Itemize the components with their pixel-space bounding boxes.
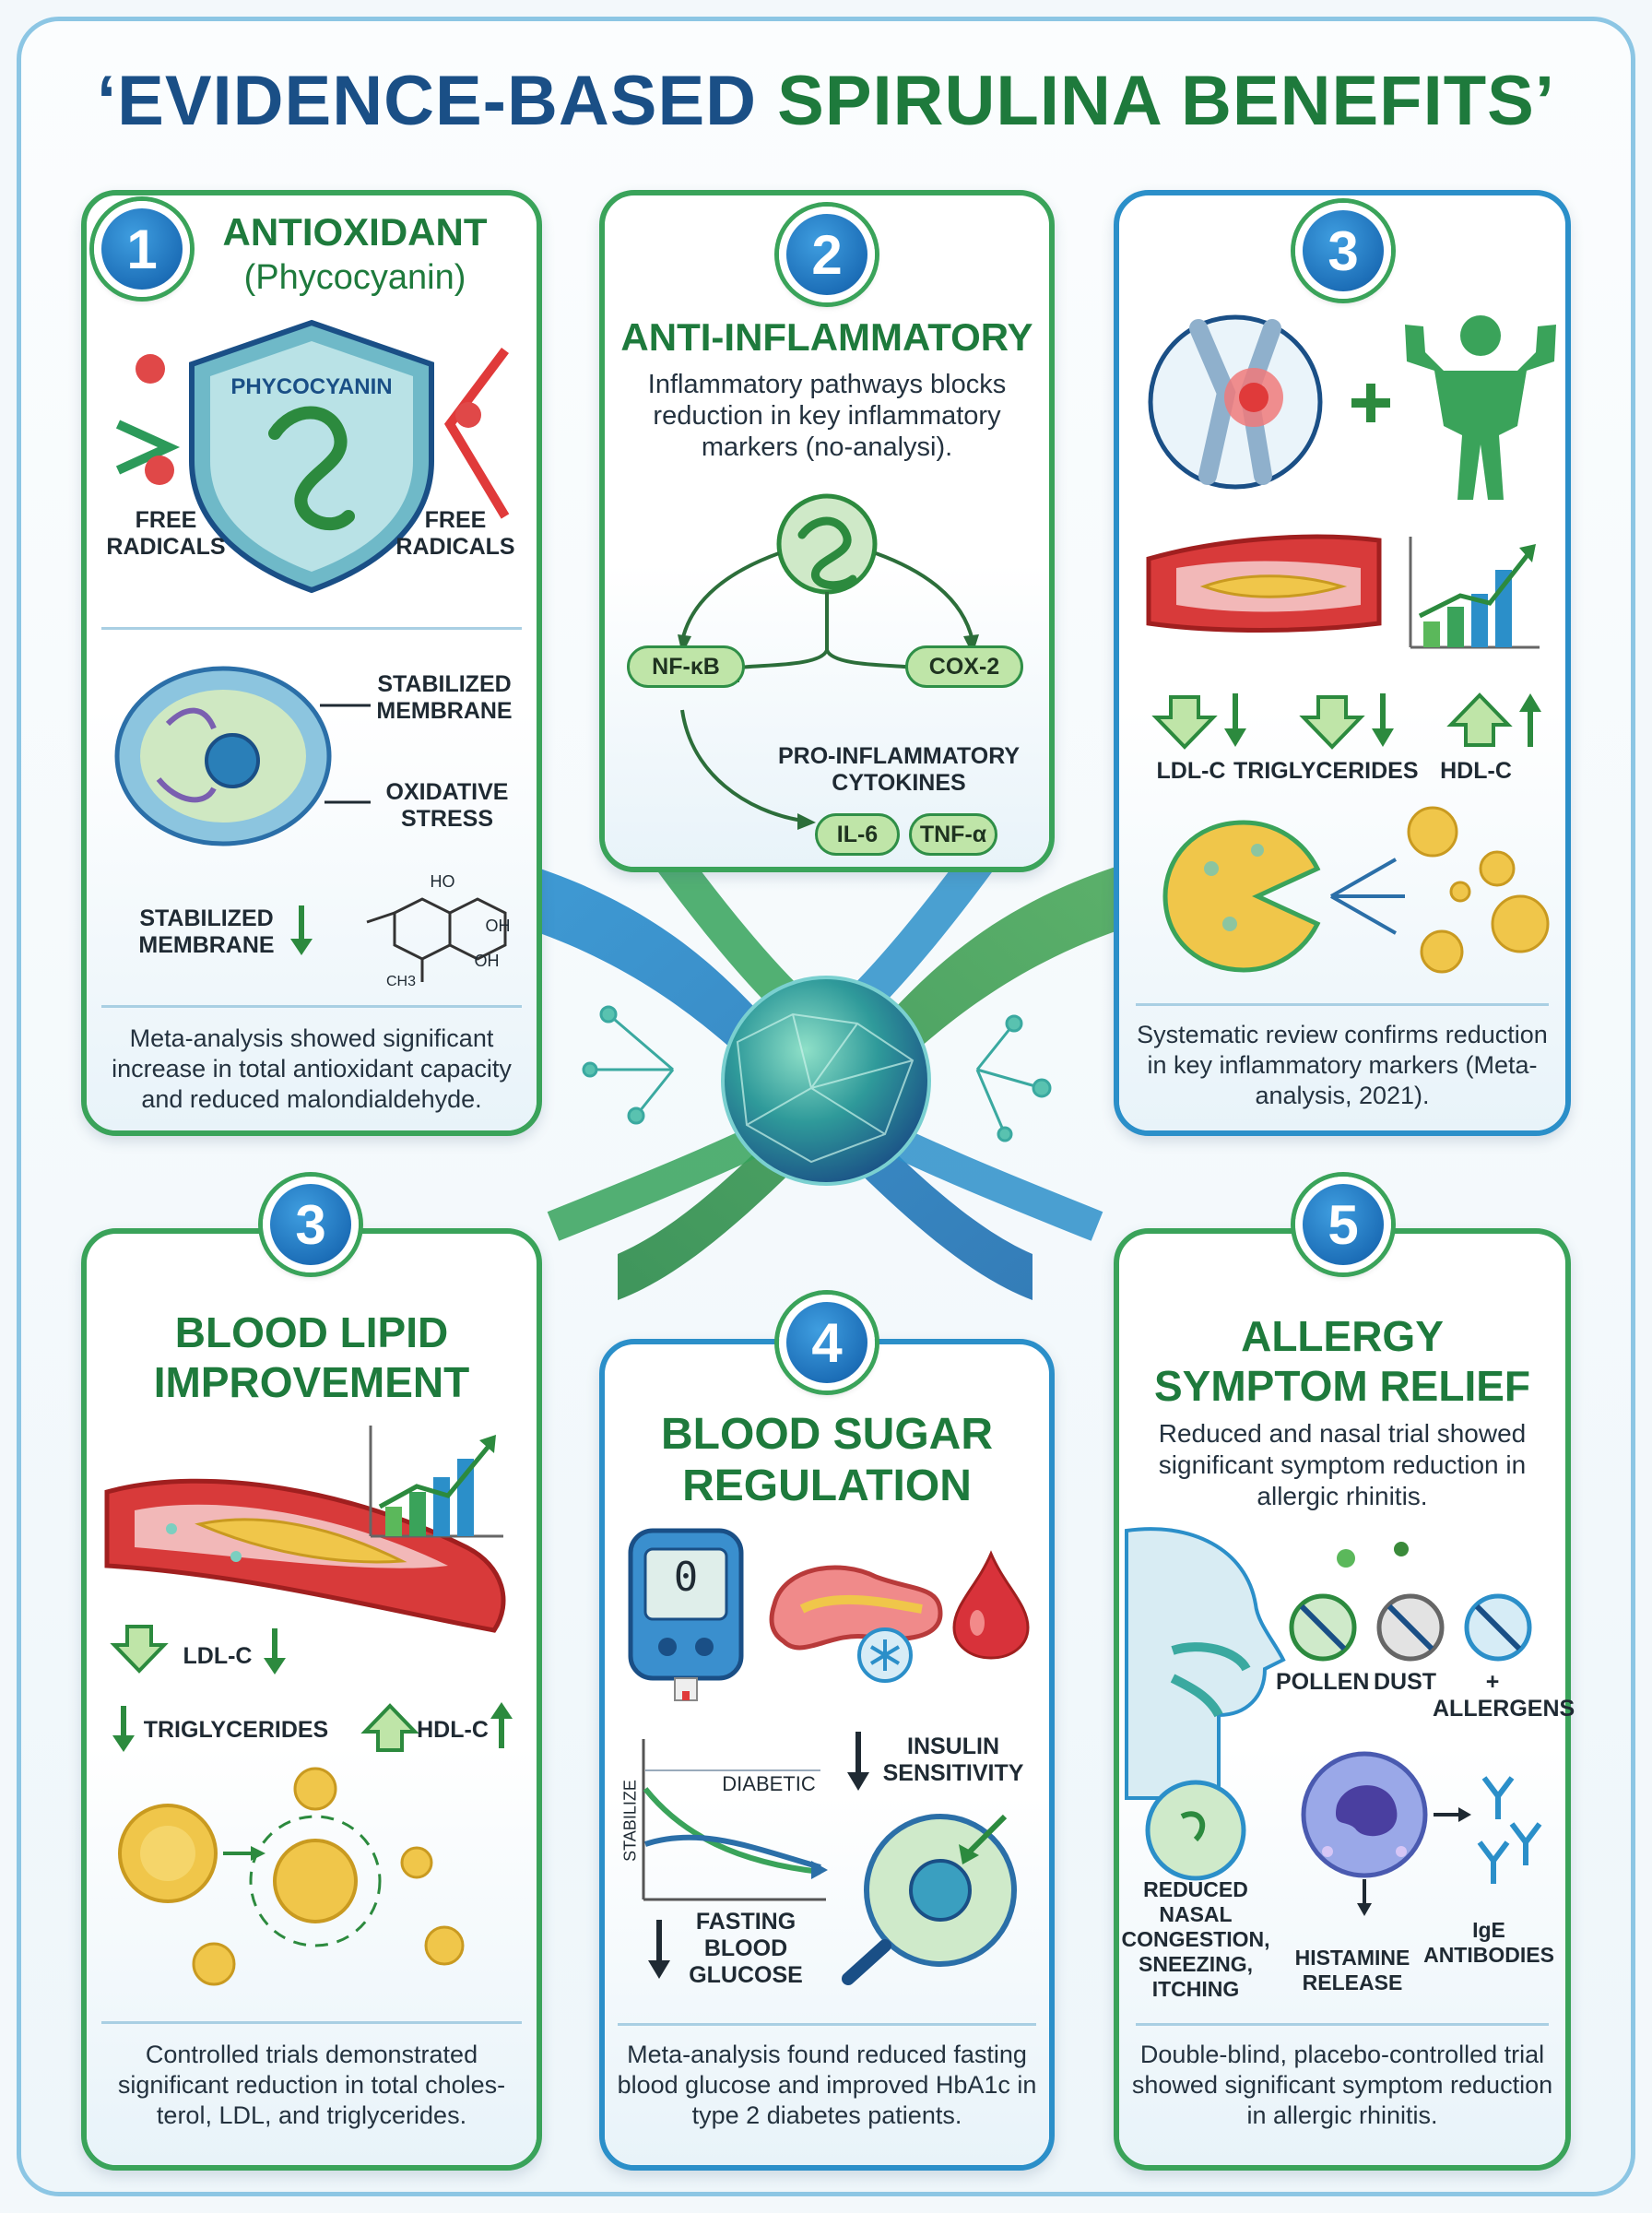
bar-chart-icon-small bbox=[369, 1426, 503, 1538]
card2-number-badge: 2 bbox=[779, 207, 875, 302]
card3-trig-label: TRIGLYCERIDES bbox=[1233, 758, 1419, 784]
ldl-down-arrows-icon bbox=[110, 1625, 513, 1752]
lipid-arrows-icon bbox=[1151, 692, 1541, 750]
molecule-oh2-label: OH bbox=[474, 952, 500, 970]
meter-display-value: 0 bbox=[673, 1554, 699, 1601]
card4-title: BLOOD LIPID IMPROVEMENT bbox=[153, 1308, 470, 1406]
card4-caption: Controlled trials demonstrated significa… bbox=[117, 2041, 506, 2129]
allergens-label: + ALLERGENS bbox=[1433, 1669, 1575, 1722]
card4-ldl-label: LDL-C bbox=[183, 1643, 253, 1669]
card3-caption: Systematic review confirms reduction in … bbox=[1137, 1021, 1548, 1109]
artery-icon-large bbox=[104, 1478, 506, 1633]
stabilized-membrane-top-label: STABILIZED MEMBRANE bbox=[376, 671, 513, 724]
free-radicals-right-label: FREE RADICALS bbox=[395, 507, 515, 560]
card1-divider bbox=[101, 627, 522, 630]
cell-icon bbox=[114, 666, 371, 846]
bar-chart-icon bbox=[1409, 537, 1540, 649]
oxidative-stress-label: OXIDATIVE STRESS bbox=[385, 779, 509, 832]
reduced-symptoms-label: REDUCED NASAL CONGESTION, SNEEZING, ITCH… bbox=[1121, 1877, 1270, 2001]
card6-divider-bottom bbox=[1136, 2023, 1549, 2026]
head-profile-icon bbox=[1125, 1527, 1286, 1881]
stabilize-axis-label: STABILIZE bbox=[620, 1780, 640, 1862]
fasting-blood-glucose-label: FASTING BLOOD GLUCOSE bbox=[689, 1909, 803, 1988]
card1-caption: Meta-analysis showed significant increas… bbox=[112, 1024, 512, 1113]
card2-title: ANTI-INFLAMMATORY bbox=[620, 315, 1033, 359]
artery-icon bbox=[1146, 534, 1382, 633]
stabilized-membrane-bottom-label: STABILIZED MEMBRANE bbox=[138, 905, 275, 958]
immune-cell-icon bbox=[1301, 1751, 1542, 1916]
pancreas-icon bbox=[769, 1565, 943, 1683]
card2-text: Inflammatory pathways blocks reduction i… bbox=[647, 370, 1007, 462]
shield-icon bbox=[115, 319, 510, 594]
glucose-curve-chart-icon bbox=[642, 1739, 828, 1901]
cytokines-label: PRO-INFLAMMATORY CYTOKINES bbox=[777, 743, 1020, 796]
pollen-label: POLLEN bbox=[1276, 1669, 1370, 1695]
network-nodes-left bbox=[582, 1005, 675, 1125]
histamine-release-label: HISTAMINE RELEASE bbox=[1294, 1946, 1410, 1994]
card5-title: BLOOD SUGAR REGULATION bbox=[661, 1410, 993, 1510]
ige-antibodies-label: IgE ANTIBODIES bbox=[1423, 1918, 1554, 1967]
cox2-pill: COX-2 bbox=[905, 645, 1023, 688]
spirulina-sphere bbox=[721, 976, 931, 1186]
card4-number-badge: 3 bbox=[263, 1177, 359, 1272]
down-arrow-icon bbox=[290, 905, 313, 955]
card5-divider-bottom bbox=[618, 2023, 1036, 2026]
nfkb-pill: NF-κB bbox=[627, 645, 745, 688]
card3-number-badge: 3 bbox=[1295, 203, 1391, 299]
free-radicals-left-label: FREE RADICALS bbox=[106, 507, 226, 560]
allergen-particles-icon bbox=[1289, 1542, 1532, 1662]
fat-cell-cycle-icon bbox=[118, 1767, 465, 1986]
card6-title: ALLERGY SYMPTOM RELIEF bbox=[1153, 1312, 1531, 1410]
muscular-figure-icon bbox=[1405, 315, 1556, 500]
dust-label: DUST bbox=[1373, 1669, 1437, 1695]
blood-drop-icon bbox=[952, 1550, 1030, 1660]
molecule-structure-icon bbox=[366, 897, 507, 982]
knee-joint-icon bbox=[1148, 314, 1323, 490]
card4-trig-label: TRIGLYCERIDES bbox=[143, 1717, 329, 1743]
card4-hdl-label: HDL-C bbox=[417, 1717, 489, 1743]
card6-text: Reduced and nasal trial showed significa… bbox=[1158, 1419, 1527, 1510]
fasting-down-arrow-icon bbox=[648, 1920, 670, 1979]
cell-magnifier-icon bbox=[842, 1814, 1017, 1985]
card1-number-badge: 1 bbox=[94, 201, 190, 297]
card3-ldl-label: LDL-C bbox=[1156, 758, 1226, 784]
tnfa-pill: TNF-α bbox=[909, 813, 997, 856]
plus-icon bbox=[1351, 384, 1390, 422]
molecule-ho-label: HO bbox=[430, 872, 455, 891]
insulin-down-arrow-icon bbox=[847, 1732, 869, 1791]
card-antioxidant bbox=[81, 190, 542, 1136]
card3-hdl-label: HDL-C bbox=[1440, 758, 1512, 784]
network-nodes-right bbox=[975, 1014, 1052, 1142]
inflammation-pathway-diagram bbox=[678, 493, 979, 830]
page-title: ‘EVIDENCE-BASED SPIRULINA BENEFITS’ bbox=[97, 62, 1555, 140]
insulin-sensitivity-label: INSULIN SENSITIVITY bbox=[882, 1734, 1024, 1786]
card5-caption: Meta-analysis found reduced fasting bloo… bbox=[617, 2041, 1037, 2129]
card4-divider-bottom bbox=[101, 2021, 522, 2024]
molecule-ch3-label: CH3 bbox=[385, 974, 416, 989]
diabetic-label: DIABETIC bbox=[722, 1772, 816, 1795]
card6-number-badge: 5 bbox=[1295, 1177, 1391, 1272]
card5-number-badge: 4 bbox=[779, 1295, 875, 1391]
card6-caption: Double-blind, placebo-controlled trial s… bbox=[1131, 2041, 1553, 2129]
card3-divider-bottom bbox=[1136, 1003, 1549, 1006]
glucose-meter-icon bbox=[628, 1528, 744, 1701]
card1-title: ANTIOXIDANT bbox=[222, 210, 488, 254]
molecule-oh1-label: OH bbox=[485, 917, 511, 935]
shield-label: PHYCOCYANIN bbox=[230, 374, 393, 399]
card1-divider-bottom bbox=[101, 1005, 522, 1008]
il6-pill: IL-6 bbox=[815, 813, 900, 856]
fat-cell-breakdown-icon bbox=[1162, 806, 1550, 974]
card1-subtitle: (Phycocyanin) bbox=[243, 258, 466, 297]
